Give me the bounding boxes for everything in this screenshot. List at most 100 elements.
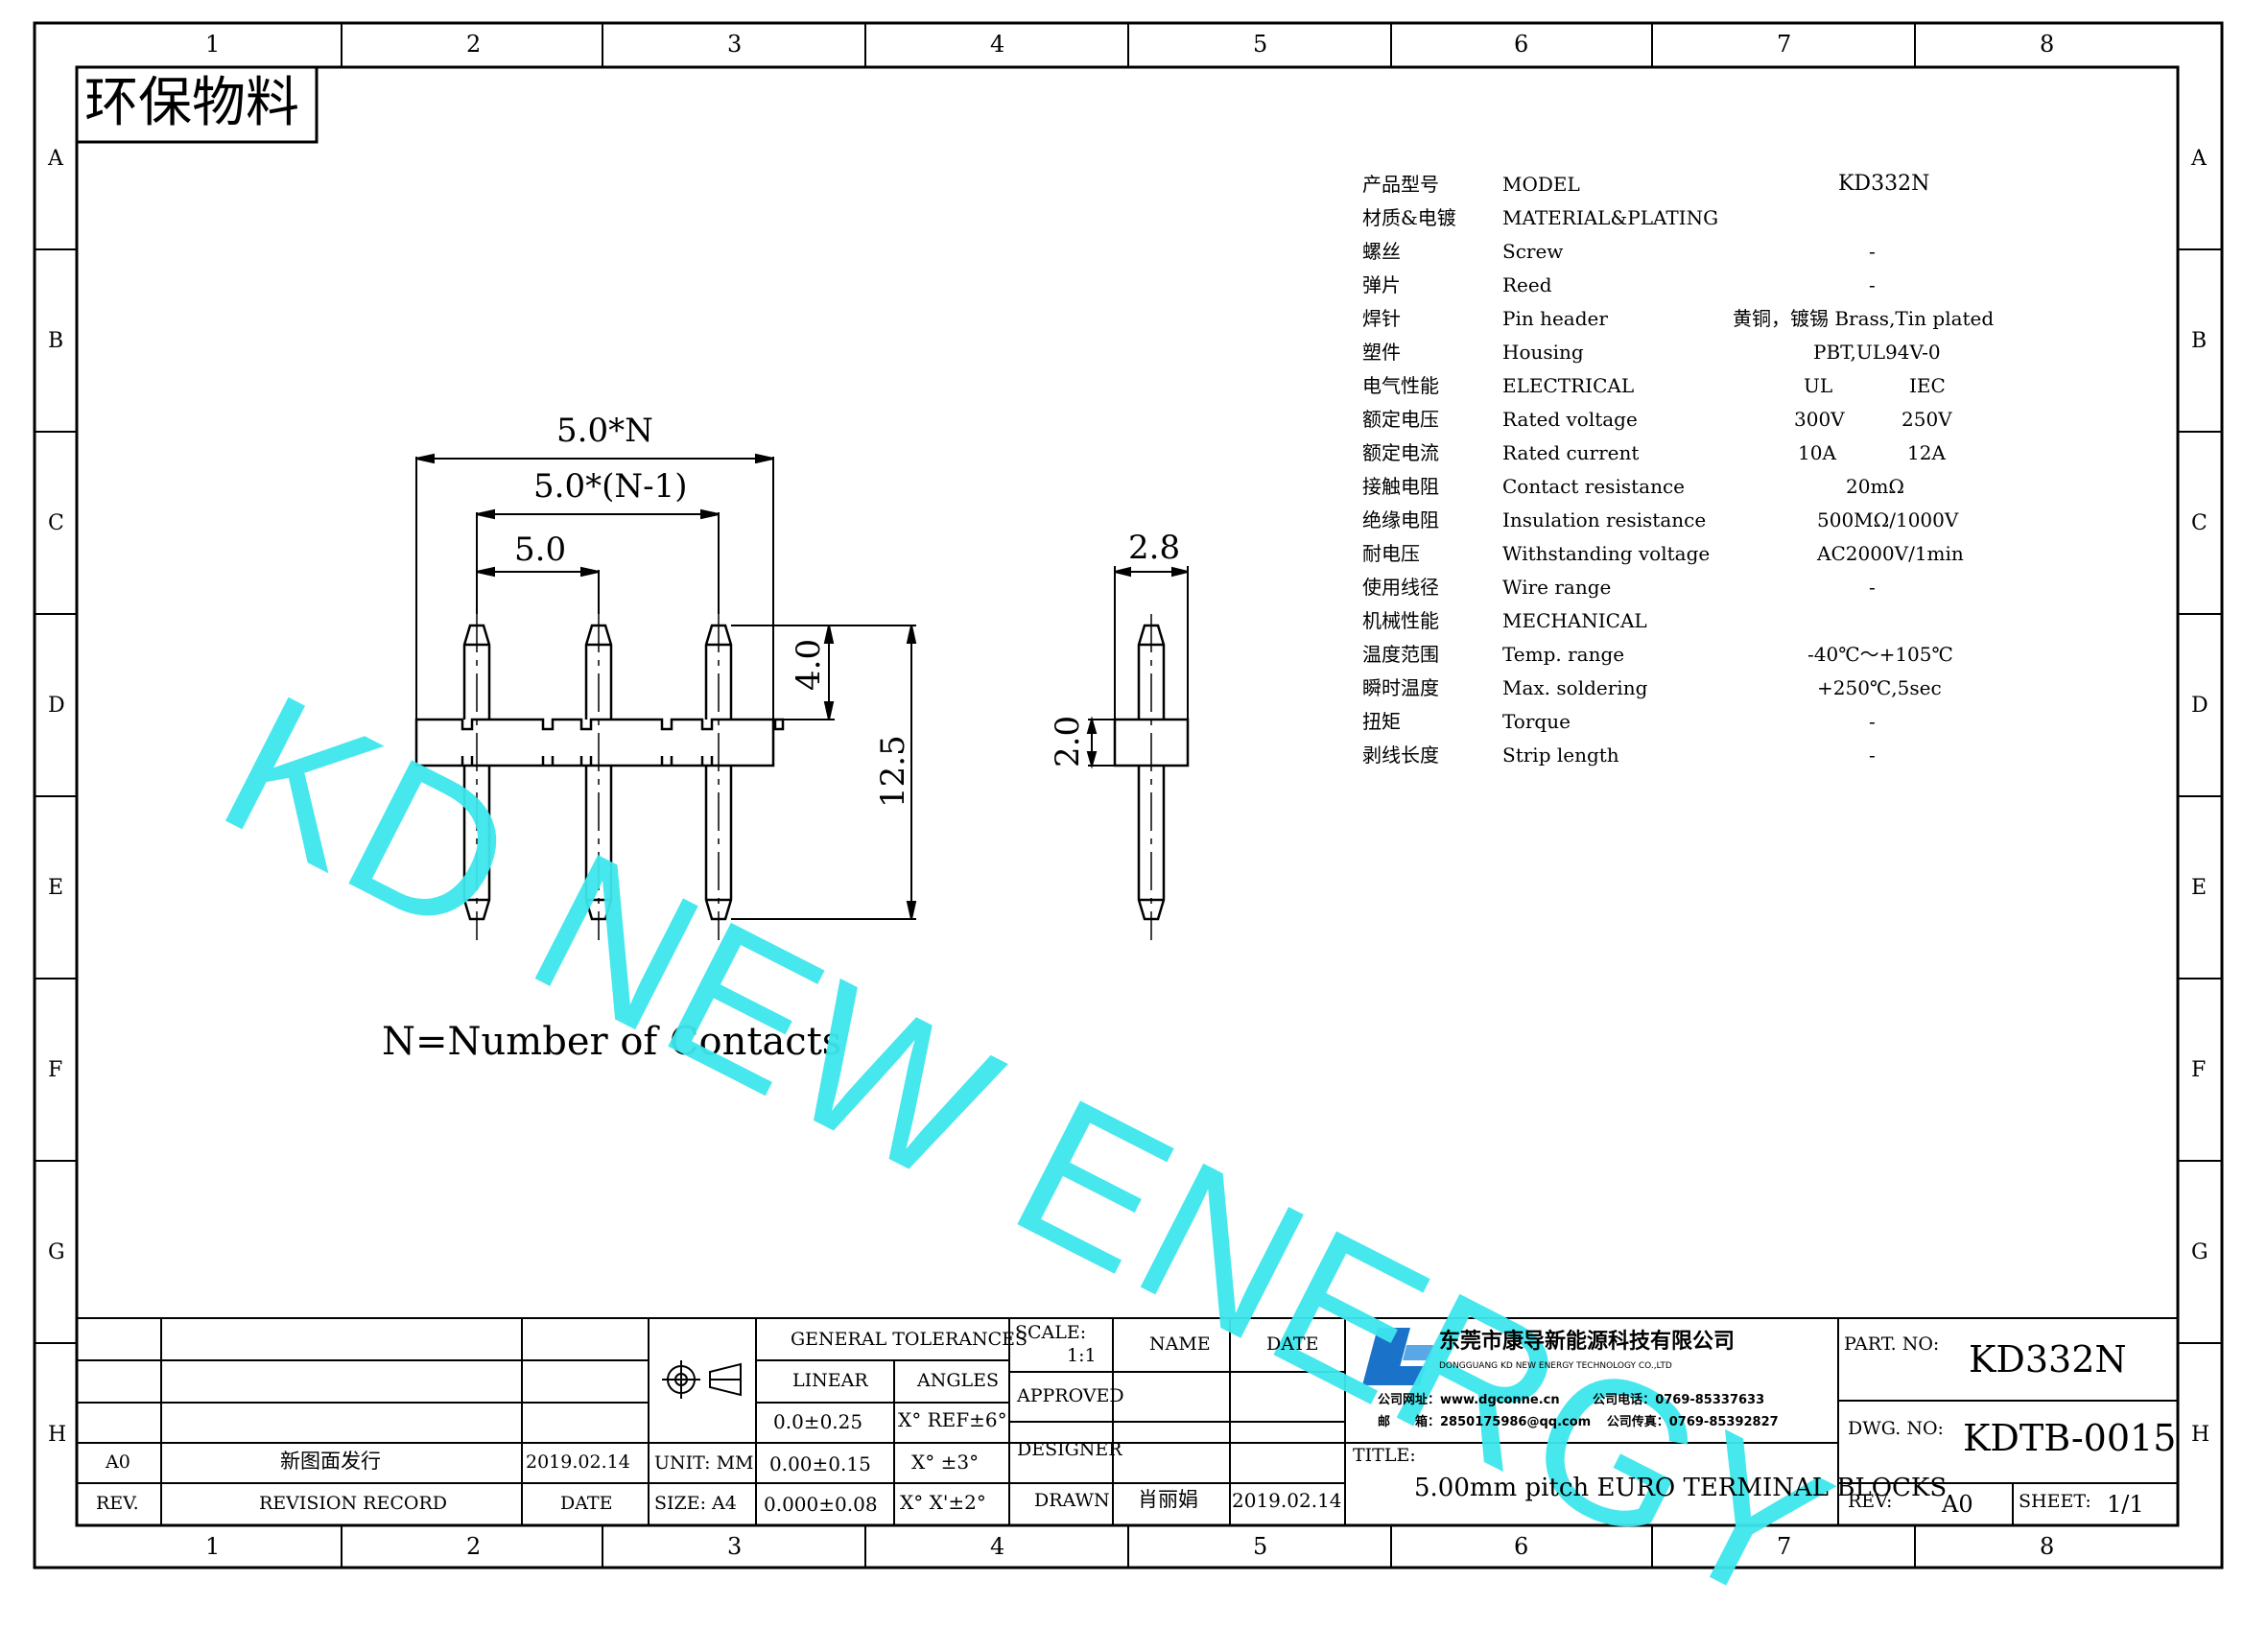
spec-row-torque: 扭矩 Torque - <box>1362 710 1876 733</box>
rev-a-description: 新图面发行 <box>280 1450 381 1473</box>
zone-row-c: C <box>48 511 64 535</box>
drawn-by-name: 肖丽娟 <box>1138 1488 1198 1511</box>
dim-housing: 2.0 <box>1049 715 1087 767</box>
zone-col-5-bottom: 5 <box>1253 1533 1268 1560</box>
company-name-en: DONGGUANG KD NEW ENERGY TECHNOLOGY CO.,L… <box>1439 1361 1672 1371</box>
approved-label: APPROVED <box>1017 1385 1124 1406</box>
angles-header: ANGLES <box>917 1370 1000 1391</box>
zone-col-7-bottom: 7 <box>1777 1533 1792 1560</box>
zone-row-f-right: F <box>2191 1058 2207 1082</box>
spec-row-electrical: 电气性能 ELECTRICAL UL IEC <box>1362 374 1946 397</box>
spec-row-model: 产品型号 MODEL KD332N <box>1362 172 1930 197</box>
sheet-label: SHEET: <box>2019 1491 2091 1512</box>
spec-table: 产品型号 MODEL KD332N 材质&电镀 MATERIAL&PLATING… <box>1362 173 2034 787</box>
company-phone: 0769-85337633 <box>1655 1393 1765 1407</box>
zone-row-f: F <box>48 1058 63 1082</box>
zone-col-6: 6 <box>1514 31 1529 58</box>
zone-col-2: 2 <box>466 31 482 58</box>
spec-row-reed: 弹片 Reed - <box>1362 273 1876 296</box>
zone-row-h: H <box>48 1423 67 1447</box>
linear-tol-2: 0.00±0.15 <box>769 1452 871 1475</box>
name-header: NAME <box>1149 1333 1211 1355</box>
spec-row-wire-range: 使用线径 Wire range - <box>1362 576 1876 599</box>
company-contact-line-1: 公司网址：www.dgconne.cn 公司电话：0769-85337633 <box>1378 1393 1765 1407</box>
dwg-no-value: KDTB-0015 <box>1963 1417 2177 1459</box>
spec-row-rated-current: 额定电流 Rated current 10A 12A <box>1362 441 1946 464</box>
unit-label: UNIT: MM <box>654 1452 754 1474</box>
company-contact-line-2: 邮 箱：2850175986@qq.com 公司传真：0769-85392827 <box>1378 1415 1779 1429</box>
zone-row-g-right: G <box>2191 1240 2209 1264</box>
dim-height: 12.5 <box>874 735 912 808</box>
zone-row-a-right: A <box>2191 147 2207 171</box>
spec-row-contact-resistance: 接触电阻 Contact resistance 20mΩ <box>1362 475 1904 498</box>
company-website[interactable]: www.dgconne.cn <box>1440 1393 1560 1407</box>
company-logo-mark <box>1362 1328 1433 1385</box>
spec-row-rated-voltage: 额定电压 Rated voltage 300V 250V <box>1362 408 1952 431</box>
zone-col-7: 7 <box>1777 31 1792 58</box>
zone-col-3-bottom: 3 <box>727 1533 743 1560</box>
linear-tol-3: 0.000±0.08 <box>764 1493 878 1516</box>
company-name-cn: 东莞市康导新能源科技有限公司 <box>1439 1330 1736 1354</box>
angle-tol-1: X° REF±6° <box>898 1408 1007 1431</box>
title-label: TITLE: <box>1353 1445 1416 1466</box>
zone-col-3: 3 <box>727 31 743 58</box>
spec-row-housing: 塑件 Housing PBT,UL94V-0 <box>1362 341 1941 364</box>
scale-label: SCALE: <box>1015 1322 1087 1343</box>
spec-row-max-soldering: 瞬时温度 Max. soldering +250℃,5sec <box>1362 676 1942 699</box>
zone-col-8-bottom: 8 <box>2040 1533 2055 1560</box>
dim-span-width: 5.0*(N-1) <box>533 467 688 506</box>
dwg-no-label: DWG. NO: <box>1848 1418 1944 1439</box>
sheet-value: 1/1 <box>2107 1491 2144 1518</box>
zone-col-1-bottom: 1 <box>205 1533 221 1560</box>
zone-col-8: 8 <box>2040 31 2055 58</box>
zone-row-b: B <box>48 329 64 353</box>
drawn-date: 2019.02.14 <box>1232 1489 1342 1512</box>
designer-label: DESIGNER <box>1017 1439 1122 1460</box>
zone-col-2-bottom: 2 <box>466 1533 482 1560</box>
spec-row-pin-header: 焊针 Pin header 黄铜，镀锡 Brass,Tin plated <box>1362 307 1995 330</box>
general-tolerances: GENERAL TOLERANCES <box>791 1329 1028 1350</box>
date-header: DATE <box>560 1493 613 1514</box>
spec-row-withstanding-voltage: 耐电压 Withstanding voltage AC2000V/1min <box>1362 542 1964 565</box>
eco-material-label: 环保物料 <box>84 72 299 134</box>
rev-a-date: 2019.02.14 <box>526 1451 630 1473</box>
zone-col-1: 1 <box>205 31 221 58</box>
zone-col-5: 5 <box>1253 31 1268 58</box>
zone-col-6-bottom: 6 <box>1514 1533 1529 1560</box>
rev-header: REV. <box>96 1493 139 1514</box>
scale-value: 1:1 <box>1067 1345 1097 1366</box>
contacts-note: N=Number of Contacts <box>382 1020 842 1064</box>
drawing-frame <box>33 21 2224 1569</box>
zone-row-e-right: E <box>2191 876 2208 900</box>
size-label: SIZE: A4 <box>654 1493 737 1514</box>
part-no-value: KD332N <box>1969 1338 2127 1381</box>
date-column-header: DATE <box>1266 1333 1319 1355</box>
spec-row-screw: 螺丝 Screw - <box>1362 240 1876 263</box>
zone-row-a: A <box>48 147 63 171</box>
zone-row-e: E <box>48 876 64 900</box>
part-no-label: PART. NO: <box>1844 1333 1940 1355</box>
zone-col-4-bottom: 4 <box>990 1533 1005 1560</box>
spec-row-temp-range: 温度范围 Temp. range -40℃～+105℃ <box>1362 643 1953 666</box>
zone-row-h-right: H <box>2191 1423 2210 1447</box>
angle-tol-2: X° ±3° <box>911 1451 980 1474</box>
zone-row-b-right: B <box>2191 329 2208 353</box>
zone-row-g: G <box>48 1240 65 1264</box>
dim-side-width: 2.8 <box>1128 529 1181 567</box>
angle-tol-3: X° X'±2° <box>900 1491 986 1514</box>
rev-field-value: A0 <box>1942 1491 1973 1518</box>
spec-row-insulation-resistance: 绝缘电阻 Insulation resistance 500MΩ/1000V <box>1362 508 1959 531</box>
dim-pin-top: 4.0 <box>790 638 828 691</box>
spec-row-mechanical: 机械性能 MECHANICAL <box>1362 609 1647 632</box>
dim-pitch: 5.0 <box>514 531 567 569</box>
rev-field-label: REV: <box>1848 1491 1893 1512</box>
revision-record-header: REVISION RECORD <box>259 1493 447 1514</box>
company-email[interactable]: 2850175986@qq.com <box>1440 1415 1592 1429</box>
zone-col-4: 4 <box>990 31 1005 58</box>
zone-row-c-right: C <box>2191 511 2208 535</box>
dim-total-width: 5.0*N <box>556 412 653 450</box>
rev-a-code: A0 <box>106 1451 130 1473</box>
drawing-title: 5.00mm pitch EURO TERMINAL BLOCKS <box>1414 1474 1948 1502</box>
linear-tol-1: 0.0±0.25 <box>773 1410 863 1433</box>
spec-row-strip-length: 剥线长度 Strip length - <box>1362 743 1876 767</box>
